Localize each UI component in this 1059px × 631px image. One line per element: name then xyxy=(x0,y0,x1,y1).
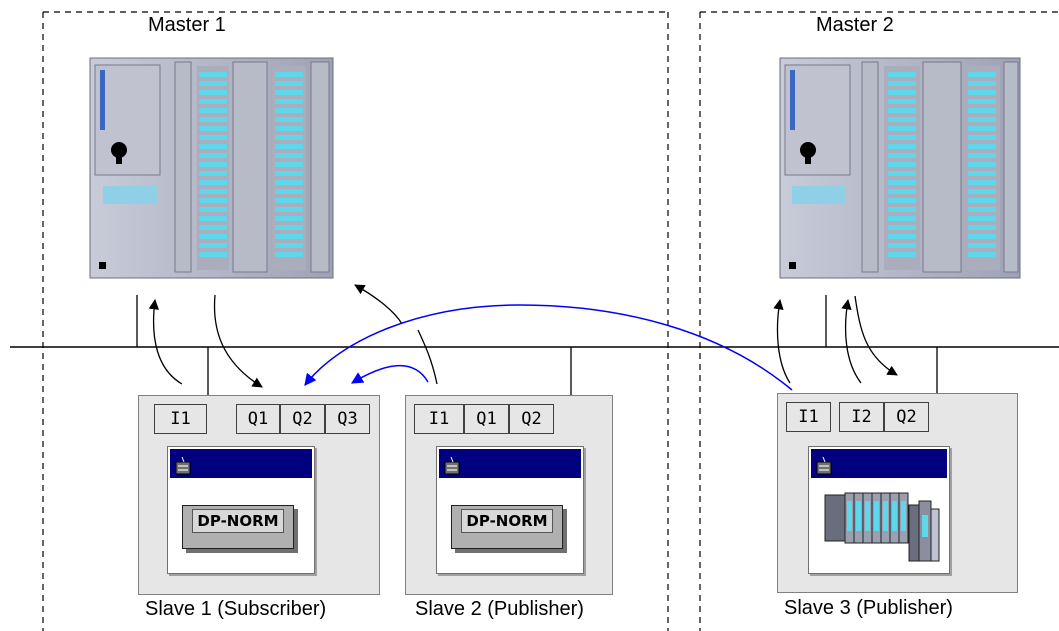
master-2-domain-boundary xyxy=(699,11,1059,631)
device-icon xyxy=(175,456,191,475)
slave-1-window-titlebar xyxy=(170,449,312,478)
dp-norm-module-icon: DP-NORM xyxy=(182,505,294,549)
slave-1-output-q1[interactable]: Q1 xyxy=(236,404,280,434)
modular-io-rack-icon xyxy=(824,492,940,562)
master-drop-lines xyxy=(136,295,938,395)
slave-2-device[interactable]: I1 Q1 Q2 DP-NORM xyxy=(405,395,613,595)
slave-1-device[interactable]: I1 Q1 Q2 Q3 DP-NORM xyxy=(138,395,380,595)
master-1-domain-boundary xyxy=(42,11,669,631)
slave-3-caption: Slave 3 (Publisher) xyxy=(784,597,953,619)
master-1-label: Master 1 xyxy=(148,14,226,36)
master-1-plc xyxy=(89,57,334,279)
slave-3-device[interactable]: I1 I2 Q2 xyxy=(777,393,1018,593)
slave-1-module-window[interactable]: DP-NORM xyxy=(167,446,315,574)
master-2-label: Master 2 xyxy=(816,14,894,36)
slave-3-window-titlebar xyxy=(811,449,947,478)
slave-2-input-i1[interactable]: I1 xyxy=(414,404,464,434)
blue-cross-traffic-arrows xyxy=(304,304,793,391)
slave-3-input-i1[interactable]: I1 xyxy=(786,402,831,432)
slave-1-output-q3[interactable]: Q3 xyxy=(325,404,370,434)
slave-1-module-label: DP-NORM xyxy=(192,509,284,533)
slave-2-window-titlebar xyxy=(439,449,581,478)
slave-2-module-label: DP-NORM xyxy=(461,509,553,533)
device-icon xyxy=(444,456,460,475)
slave-1-output-q2[interactable]: Q2 xyxy=(280,404,325,434)
slave-2-input-q2[interactable]: Q2 xyxy=(509,404,554,434)
slave-3-input-i2[interactable]: I2 xyxy=(839,402,884,432)
master-2-plc xyxy=(779,57,1021,279)
slave-1-caption: Slave 1 (Subscriber) xyxy=(145,598,327,620)
slave-2-caption: Slave 2 (Publisher) xyxy=(415,598,584,620)
dp-norm-module-icon: DP-NORM xyxy=(451,505,563,549)
slave-2-input-q1[interactable]: Q1 xyxy=(464,404,509,434)
slave-3-module-window[interactable] xyxy=(808,446,950,574)
device-icon xyxy=(816,456,832,475)
slave-3-output-q2[interactable]: Q2 xyxy=(884,402,929,432)
black-arrows xyxy=(148,284,898,388)
slave-2-module-window[interactable]: DP-NORM xyxy=(436,446,584,574)
slave-1-input-i1[interactable]: I1 xyxy=(154,404,207,434)
